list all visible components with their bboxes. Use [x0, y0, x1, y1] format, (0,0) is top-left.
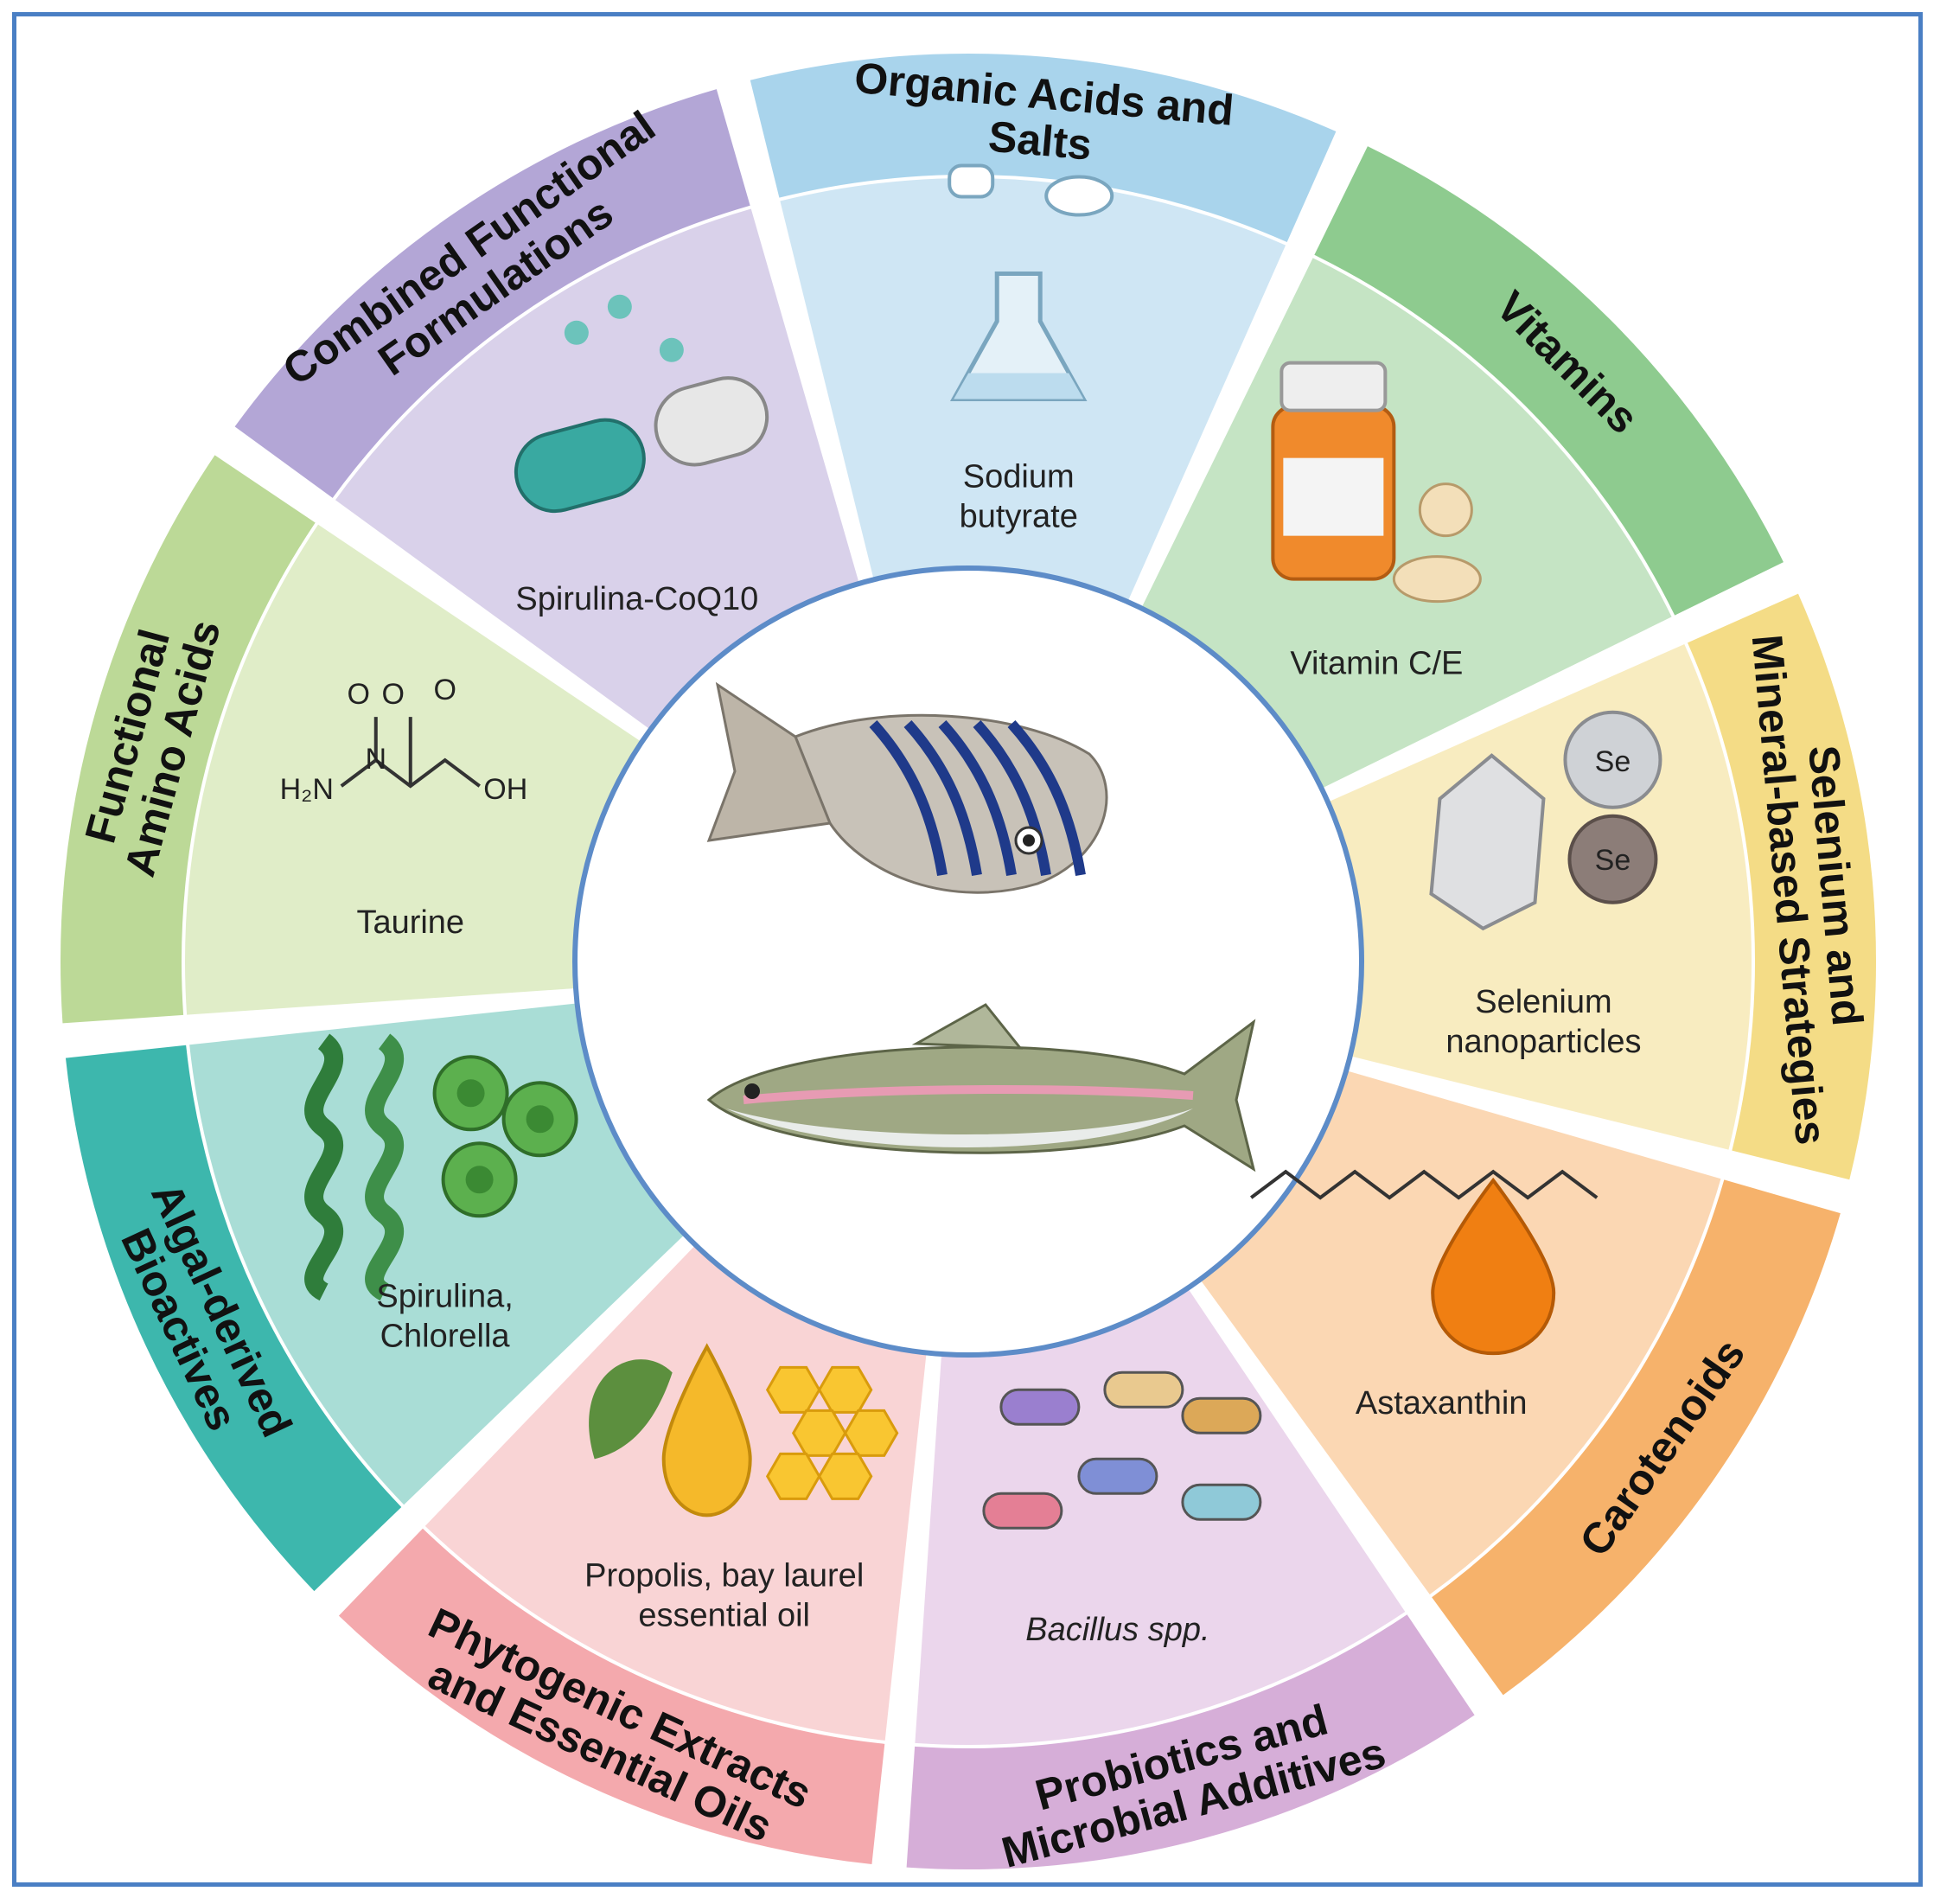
- taurine-atom-label: H₂N: [280, 773, 334, 806]
- leaf-oil-honeycomb-icon: [589, 1343, 899, 1517]
- category-band: [65, 1045, 402, 1592]
- category-band: [1687, 593, 1876, 1180]
- segment-1: [1141, 146, 1784, 789]
- item-label: Spirulina-CoQ10: [515, 581, 758, 617]
- category-band: [234, 89, 750, 498]
- item-label: Sodium: [963, 459, 1075, 495]
- bacteria-icon: [982, 1370, 1262, 1530]
- item-label: Astaxanthin: [1356, 1385, 1528, 1422]
- item-band: [185, 524, 642, 1015]
- category-band: [1432, 1179, 1841, 1696]
- category-band: [906, 1614, 1475, 1869]
- capsule-icon: [514, 294, 769, 514]
- item-label: Propolis, bay laurel: [584, 1557, 864, 1594]
- item-band: [1141, 258, 1672, 789]
- item-label: Bacillus spp.: [1025, 1612, 1209, 1648]
- selenium-label: Se: [1595, 844, 1631, 877]
- item-label: nanoparticles: [1445, 1024, 1641, 1060]
- category-band: [338, 1528, 885, 1865]
- pill-bottle-icon: [1271, 361, 1482, 604]
- category-band: [60, 455, 316, 1024]
- center-disc: [572, 565, 1364, 1358]
- rainbow-trout-icon: [706, 1003, 1256, 1172]
- taurine-atom-label: O: [348, 678, 370, 711]
- flask-with-tablets-icon: [948, 163, 1114, 402]
- item-label: Selenium: [1475, 984, 1611, 1020]
- taurine-atom-label: O: [434, 674, 456, 706]
- selenium-label: Se: [1595, 745, 1631, 778]
- item-label: Spirulina,: [376, 1278, 513, 1314]
- astaxanthin-drop-icon: [1249, 1169, 1599, 1356]
- segment-7: [60, 455, 642, 1024]
- taurine-atom-label: O: [382, 678, 405, 711]
- item-label: Taurine: [356, 904, 464, 941]
- item-label: Vitamin C/E: [1290, 646, 1463, 682]
- item-label: essential oil: [638, 1597, 810, 1633]
- algae-icon: [304, 1033, 578, 1301]
- item-label: Chlorella: [380, 1318, 511, 1354]
- category-label: Salts: [986, 112, 1094, 169]
- item-label: butyrate: [960, 499, 1078, 535]
- zebrafish-icon: [706, 681, 1108, 894]
- category-band: [1314, 146, 1784, 616]
- taurine-atom-label: N: [365, 743, 386, 776]
- taurine-atom-label: OH: [483, 773, 527, 806]
- category-band: [750, 54, 1337, 243]
